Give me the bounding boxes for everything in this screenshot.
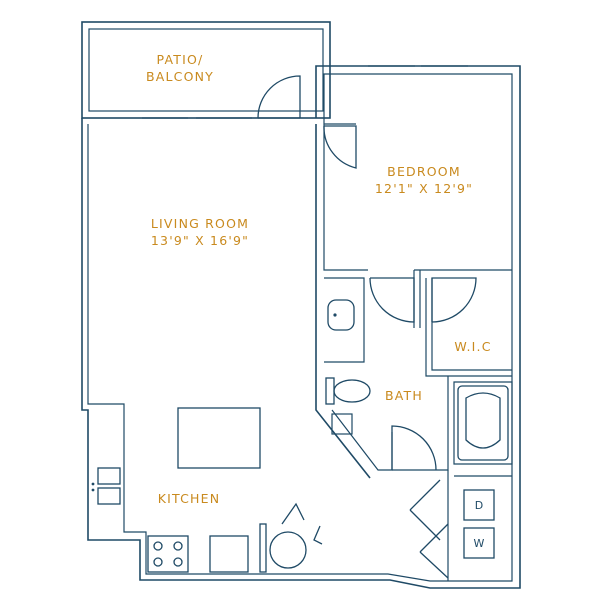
dishwasher-icon [209, 535, 249, 573]
stove-icon [147, 535, 189, 573]
bath-hall-door [391, 425, 437, 471]
living-room-label: LIVING ROOM [151, 216, 249, 231]
bathtub-icon [457, 385, 509, 461]
wic-label: W.I.C [454, 339, 491, 354]
kitchen-sink-icon [91, 467, 121, 505]
patio-walls [81, 21, 331, 119]
dryer-label: D [475, 499, 483, 512]
laundry-closet [409, 470, 512, 581]
kitchen-label: KITCHEN [158, 491, 221, 506]
wic-door [431, 277, 477, 323]
bedroom-label: BEDROOM [387, 164, 461, 179]
sink-icon [327, 299, 355, 331]
bedroom-door [323, 125, 357, 169]
refrigerator-icon [259, 502, 323, 573]
washer-icon [463, 527, 495, 559]
exterior-walls [81, 65, 521, 589]
toilet-icon [325, 377, 371, 405]
laundry-bifold-door [409, 479, 441, 541]
dryer-icon [463, 489, 495, 521]
wic-walls [425, 277, 512, 377]
bath-walls [324, 277, 513, 471]
patio-door [257, 75, 301, 119]
kitchen-island [177, 407, 261, 469]
washer-label: W [474, 537, 485, 550]
living-room-dims: 13'9" X 16'9" [151, 233, 249, 248]
patio-label-line2: BALCONY [146, 69, 214, 84]
bath-door [369, 277, 415, 323]
bath-label: BATH [385, 388, 423, 403]
bedroom-dims: 12'1" X 12'9" [375, 181, 473, 196]
patio-label-line1: PATIO/ [157, 52, 204, 67]
